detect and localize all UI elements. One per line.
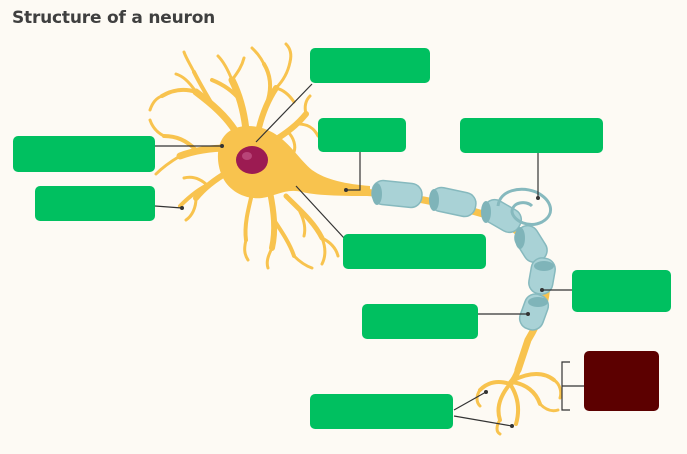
label-node-of-ranvier[interactable] [572, 270, 671, 312]
label-dendrite[interactable] [13, 136, 155, 172]
leader-dots [180, 144, 544, 428]
nucleus-shape [236, 146, 268, 174]
label-axon-hillock[interactable] [318, 118, 406, 152]
label-cell-body[interactable] [35, 186, 155, 221]
leader-lines [154, 83, 584, 427]
schwann-cell-shape [496, 187, 552, 226]
label-axon[interactable] [343, 234, 486, 269]
label-nucleus[interactable] [310, 48, 430, 83]
cell-body-shape [217, 125, 370, 199]
nucleolus-shape [242, 152, 252, 160]
diagram-title: Structure of a neuron [12, 8, 216, 28]
label-schwann-cell[interactable] [460, 118, 603, 153]
myelin-caps [372, 183, 554, 307]
axon-terminal-branches [475, 367, 563, 436]
label-axon-terminal[interactable] [310, 394, 453, 429]
label-synaptic-knobs[interactable] [584, 351, 659, 411]
label-myelin-sheath[interactable] [362, 304, 478, 339]
